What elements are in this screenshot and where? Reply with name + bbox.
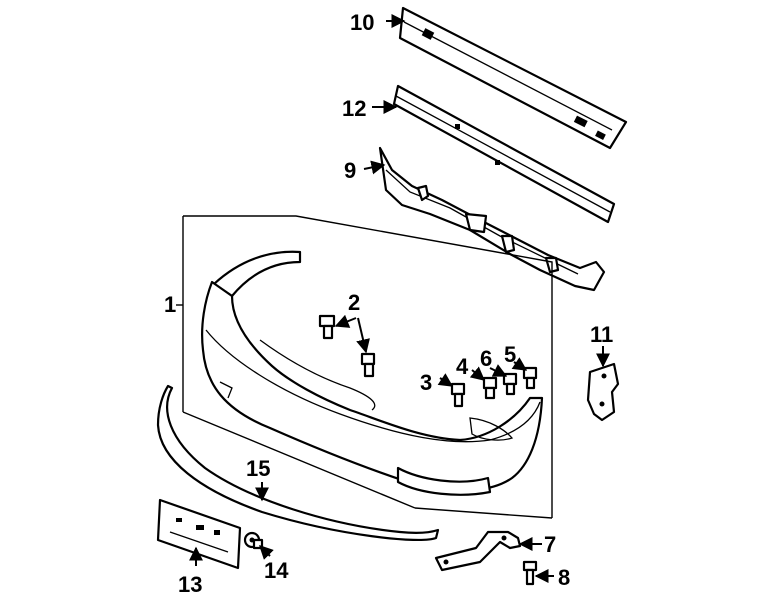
callout-3: 3 — [420, 370, 432, 395]
clip-icon — [502, 372, 518, 396]
lower-strip-icon — [156, 384, 440, 542]
energy-absorber-icon — [378, 146, 606, 292]
bumper-cover-icon — [201, 250, 544, 496]
clip-icon — [482, 376, 498, 400]
callout-labels: 1 2 3 4 5 6 7 8 9 10 11 12 13 14 15 — [164, 10, 613, 597]
callout-8: 8 — [558, 565, 570, 590]
callout-2: 2 — [348, 290, 360, 315]
callout-5: 5 — [504, 342, 516, 367]
callout-15: 15 — [246, 456, 270, 481]
callout-1: 1 — [164, 292, 176, 317]
clip-icon — [522, 366, 538, 390]
bolt-icon — [522, 560, 538, 586]
callout-9: 9 — [344, 158, 356, 183]
callout-10: 10 — [350, 10, 374, 35]
nut-icon — [243, 531, 264, 550]
clip-icon — [360, 352, 376, 378]
impact-bar-icon — [392, 84, 616, 224]
clip-icon — [450, 382, 466, 408]
callout-4: 4 — [456, 354, 469, 379]
callout-11: 11 — [590, 322, 613, 347]
license-plate-bracket-icon — [156, 498, 242, 570]
callout-7: 7 — [544, 532, 556, 557]
clip-icon — [318, 314, 336, 340]
side-bracket-icon — [586, 362, 620, 422]
callout-14: 14 — [264, 558, 289, 583]
callout-1-leader — [176, 215, 553, 519]
callout-12: 12 — [342, 96, 366, 121]
leader-lines — [189, 14, 610, 583]
callout-13: 13 — [178, 572, 202, 597]
bracket-icon — [434, 530, 522, 572]
callout-6: 6 — [480, 346, 492, 371]
